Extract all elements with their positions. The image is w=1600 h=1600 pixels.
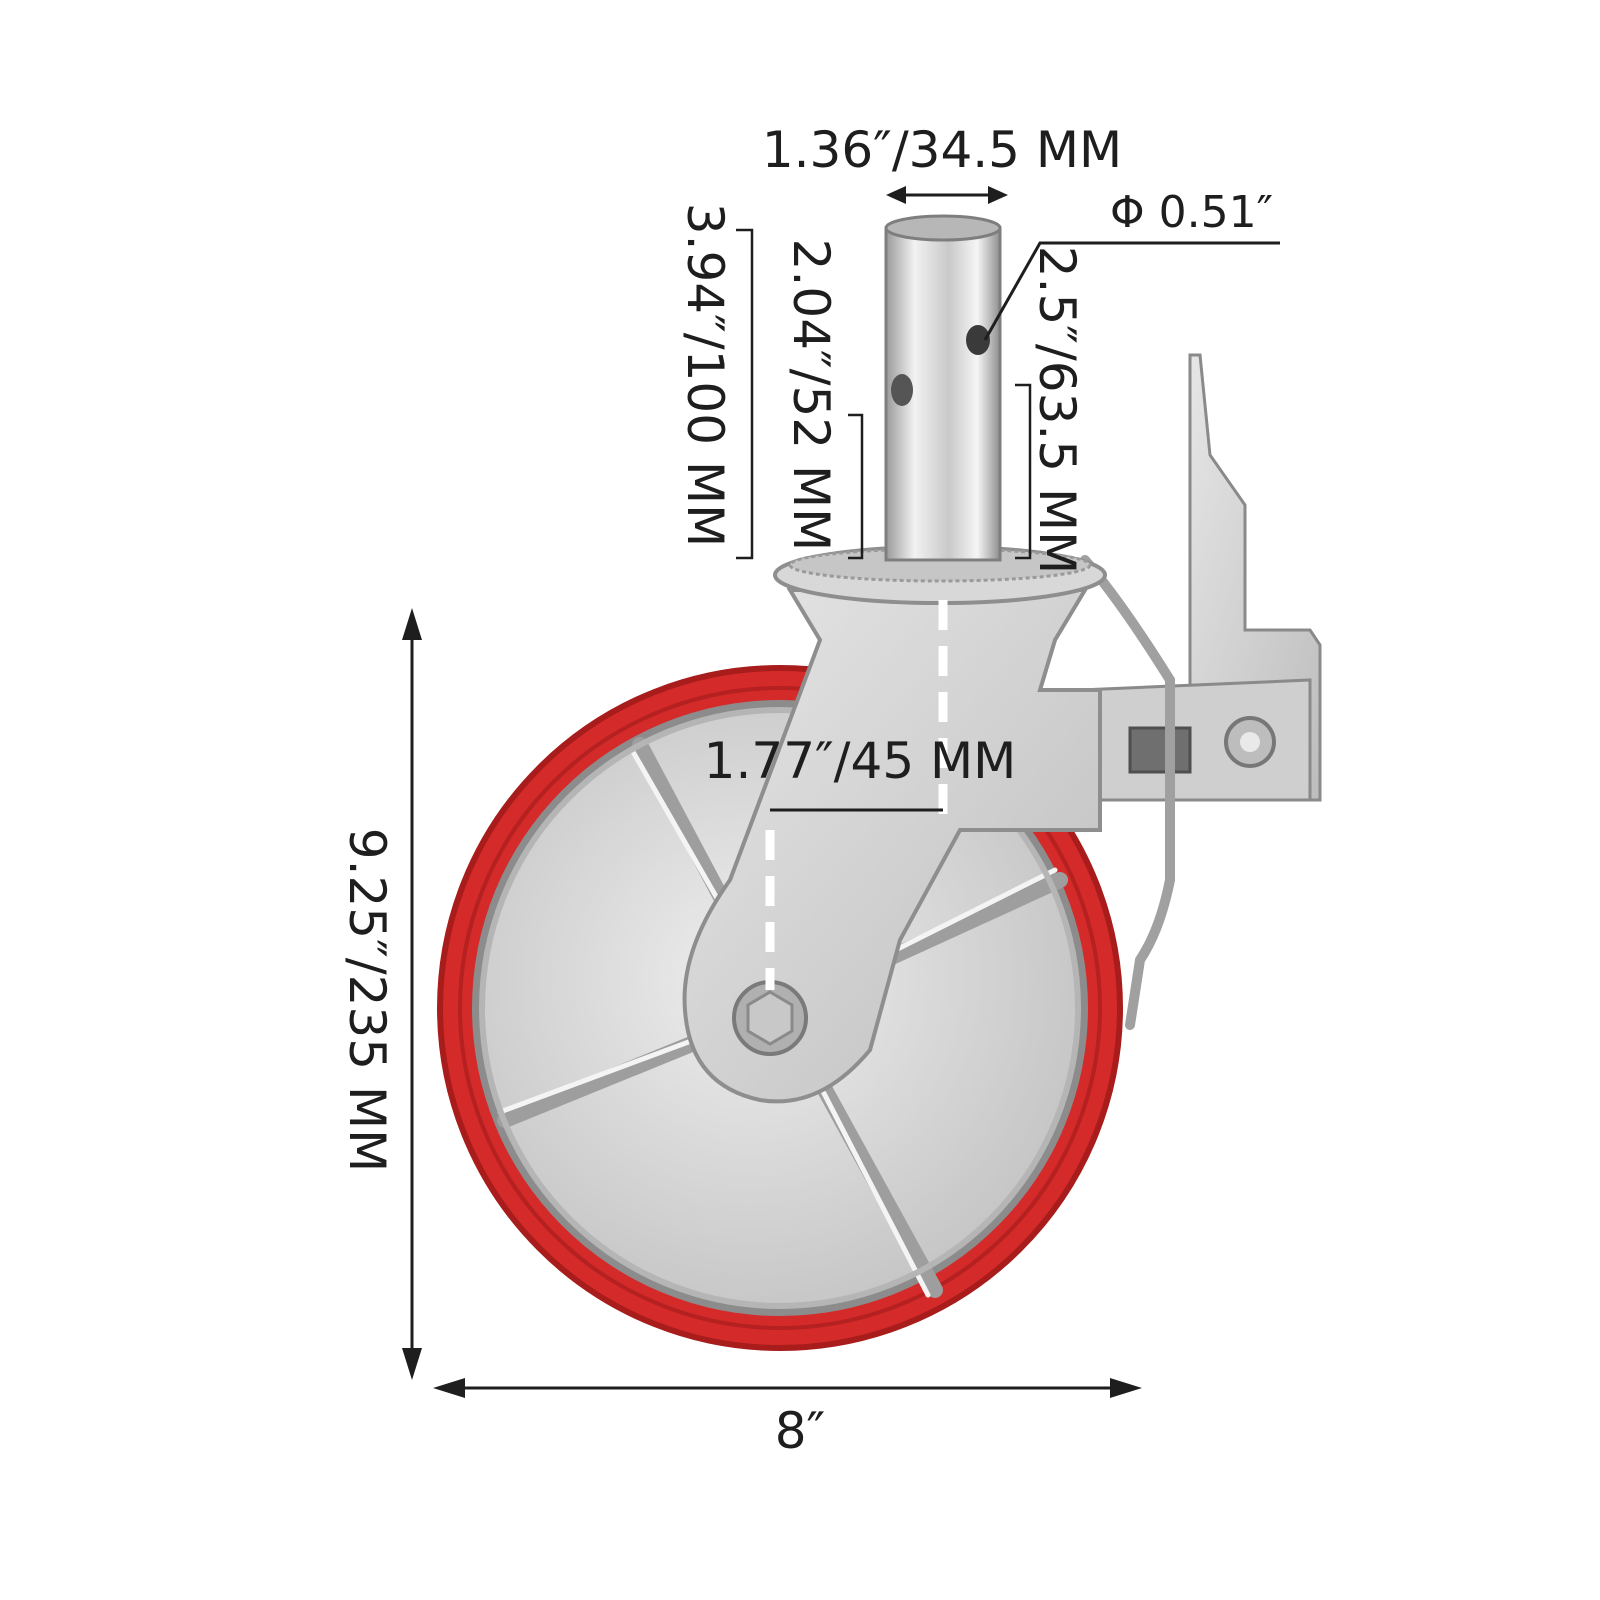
fork-top-plate [682, 588, 1102, 1104]
brake-wire [1080, 555, 1175, 1030]
label-stem-diameter: 1.36″/34.5 MM [762, 121, 1122, 179]
fork [682, 545, 1107, 1104]
brake-slot [1128, 726, 1192, 774]
stem-hole-lower [891, 374, 913, 406]
wheel-tread-inner-edge [458, 686, 1102, 1330]
stem-hole-upper [966, 325, 990, 355]
label-hole-diameter: Φ 0.51″ [1110, 187, 1273, 238]
label-stem-total-length: 3.94″/100 MM [676, 203, 734, 547]
label-offset: 1.77″/45 MM [704, 732, 1017, 790]
stem [884, 214, 1002, 562]
label-total-height: 9.25″/235 MM [338, 828, 396, 1172]
stem-top [884, 214, 1002, 242]
dimension-lines [402, 186, 1280, 1398]
label-stem-upper-hole: 2.5″/63.5 MM [1028, 246, 1086, 575]
brake-assembly [1078, 353, 1322, 1030]
label-stem-lower-hole: 2.04″/52 MM [782, 239, 840, 552]
label-wheel-diameter: 8″ [775, 1402, 826, 1460]
